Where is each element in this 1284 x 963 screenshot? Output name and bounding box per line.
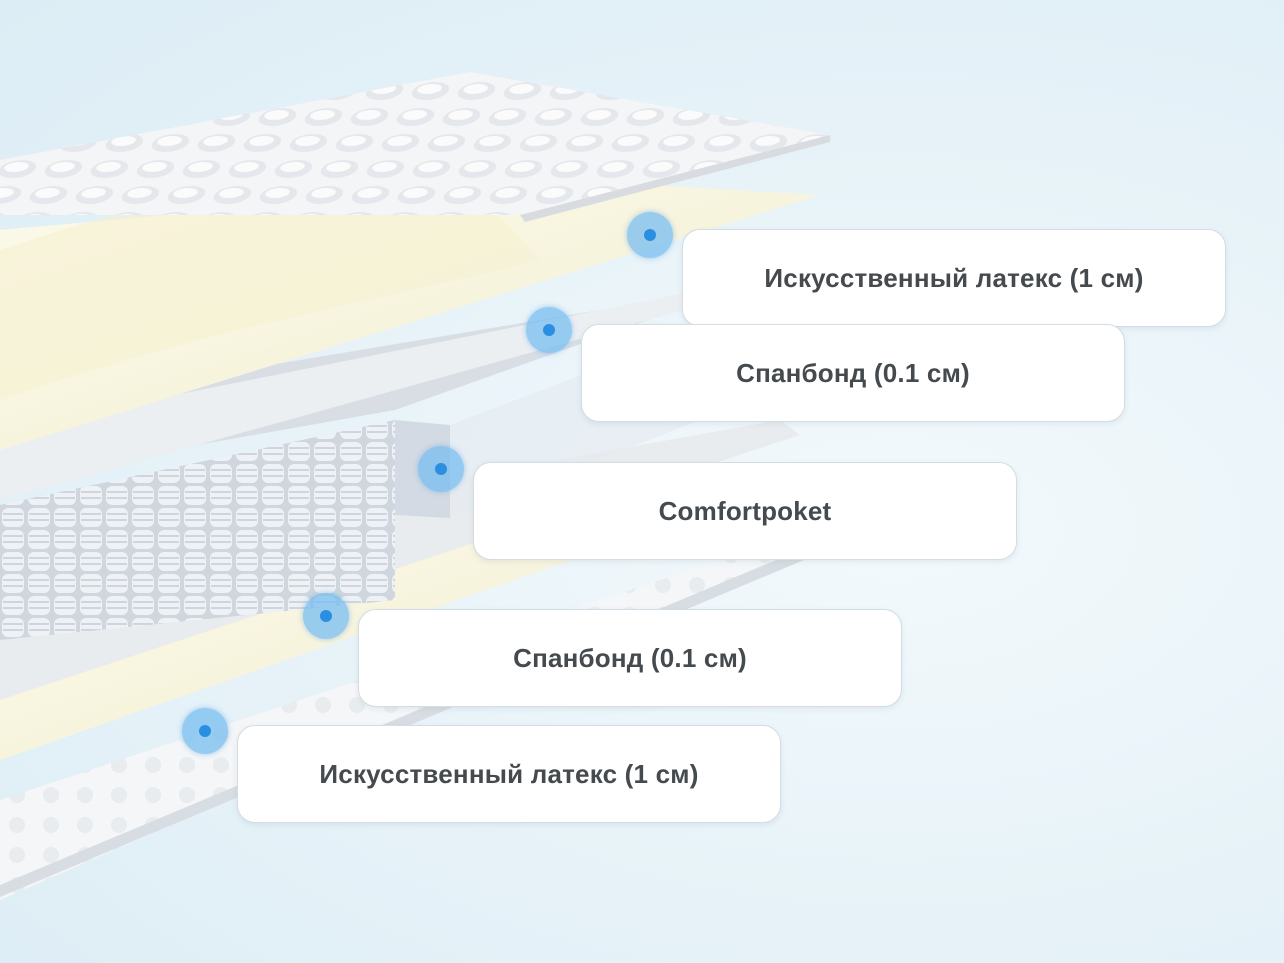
layer-label-bottom-spunbond: Спанбонд (0.1 см) [358, 609, 902, 707]
marker-bottom-spunbond[interactable] [303, 593, 349, 639]
layer-label-top-spunbond: Спанбонд (0.1 см) [581, 324, 1125, 422]
layer-label-bottom-latex: Искусственный латекс (1 см) [237, 725, 781, 823]
layer-label-text: Спанбонд (0.1 см) [736, 357, 970, 388]
top-cover-layer [0, 72, 830, 215]
marker-comfortpoket[interactable] [418, 446, 464, 492]
marker-top-latex[interactable] [627, 212, 673, 258]
layer-label-comfortpoket: Comfortpoket [473, 462, 1017, 560]
layer-label-text: Comfortpoket [658, 495, 832, 526]
layer-label-top-latex: Искусственный латекс (1 см) [682, 229, 1226, 327]
marker-bottom-latex[interactable] [182, 708, 228, 754]
top-latex-wave [0, 177, 540, 400]
marker-top-spunbond[interactable] [526, 307, 572, 353]
top-cover-edge [520, 135, 830, 222]
layer-label-text: Искусственный латекс (1 см) [319, 758, 699, 789]
layer-label-text: Искусственный латекс (1 см) [764, 262, 1144, 293]
layer-label-text: Спанбонд (0.1 см) [513, 642, 747, 673]
spring-block-front [0, 420, 395, 640]
